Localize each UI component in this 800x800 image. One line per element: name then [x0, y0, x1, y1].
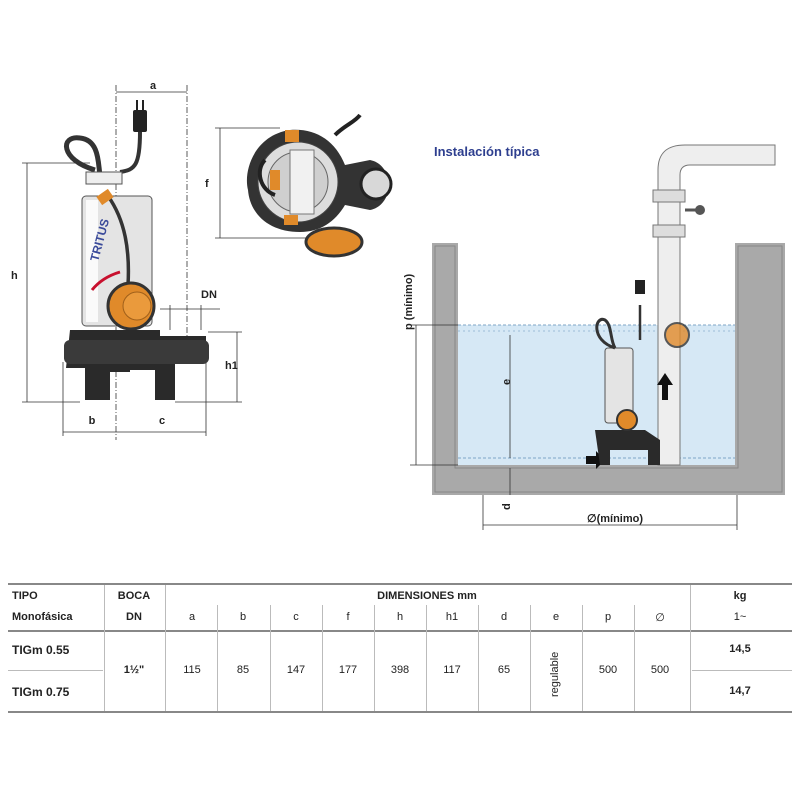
- value-diameter: 500: [650, 664, 670, 676]
- col-f: f: [346, 611, 350, 623]
- value-b: 85: [236, 664, 250, 676]
- pump-dimension-drawing: TRITUS: [22, 85, 393, 440]
- weight-row-2: 14,7: [729, 685, 751, 697]
- dim-dn-label: DN: [201, 289, 217, 301]
- value-f: 177: [338, 664, 358, 676]
- col-e: e: [552, 611, 560, 623]
- boca-value: 1½": [123, 664, 145, 676]
- dim-h-label: h: [11, 270, 18, 282]
- dim-h1-label: h1: [225, 360, 238, 372]
- value-d: 65: [497, 664, 511, 676]
- value-e: regulable: [549, 651, 561, 697]
- col-h: h: [396, 611, 404, 623]
- header-monofasica: Monofásica: [12, 611, 73, 623]
- header-tipo: TIPO: [12, 590, 38, 602]
- dim-d-label: d: [501, 503, 513, 510]
- header-boca: BOCA: [117, 590, 151, 602]
- col-p: p: [604, 611, 612, 623]
- value-a: 115: [183, 664, 201, 676]
- installation-drawing: [410, 144, 785, 530]
- col-d: d: [500, 611, 508, 623]
- dim-b-label: b: [88, 415, 96, 427]
- header-kg: kg: [733, 590, 747, 602]
- col-a: a: [188, 611, 196, 623]
- model-row-1: TIGm 0.55: [12, 643, 70, 657]
- col-b: b: [239, 611, 247, 623]
- dim-diameter-label: ∅(mínimo): [586, 513, 644, 525]
- dim-p-label: p (mínimo): [403, 273, 415, 330]
- value-h1: 117: [443, 664, 461, 676]
- header-dn: DN: [126, 611, 142, 623]
- dim-c-label: c: [158, 415, 166, 427]
- dim-f-label: f: [205, 178, 209, 190]
- col-diameter: ∅: [655, 612, 665, 624]
- value-p: 500: [598, 664, 618, 676]
- dim-e-label: e: [501, 378, 513, 385]
- dim-a-label: a: [149, 80, 157, 92]
- model-row-2: TIGm 0.75: [12, 685, 70, 699]
- installation-title: Instalación típica: [434, 144, 540, 159]
- value-h: 398: [390, 664, 410, 676]
- header-phase: 1~: [733, 611, 747, 623]
- col-h1: h1: [445, 611, 459, 623]
- value-c: 147: [286, 664, 306, 676]
- weight-row-1: 14,5: [729, 643, 751, 655]
- header-dimensions: DIMENSIONES mm: [377, 590, 477, 602]
- col-c: c: [293, 611, 299, 623]
